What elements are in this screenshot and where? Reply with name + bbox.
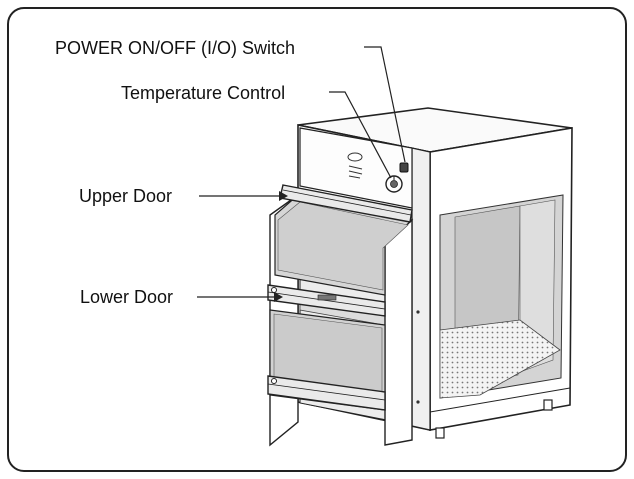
lower-door-label: Lower Door [80, 287, 174, 307]
upper-door-label: Upper Door [79, 186, 173, 206]
bottom-door-rail [267, 375, 386, 411]
side-rack [439, 319, 561, 399]
arrow-heads [274, 191, 288, 302]
foot-right [543, 399, 553, 411]
temperature-control-label: Temperature Control [121, 83, 286, 103]
foot-left [435, 427, 445, 439]
power-switch-label: POWER ON/OFF (I/O) Switch [55, 38, 296, 58]
door-frame-panel-right [384, 218, 413, 446]
temperature-control-knob-icon [385, 175, 403, 193]
power-switch-icon [399, 162, 409, 173]
temperature-control-leader [329, 91, 392, 179]
power-switch-leader [364, 46, 406, 163]
panel-badge [347, 152, 363, 179]
callout-lines [197, 46, 406, 298]
lower-door-handle [267, 284, 386, 317]
